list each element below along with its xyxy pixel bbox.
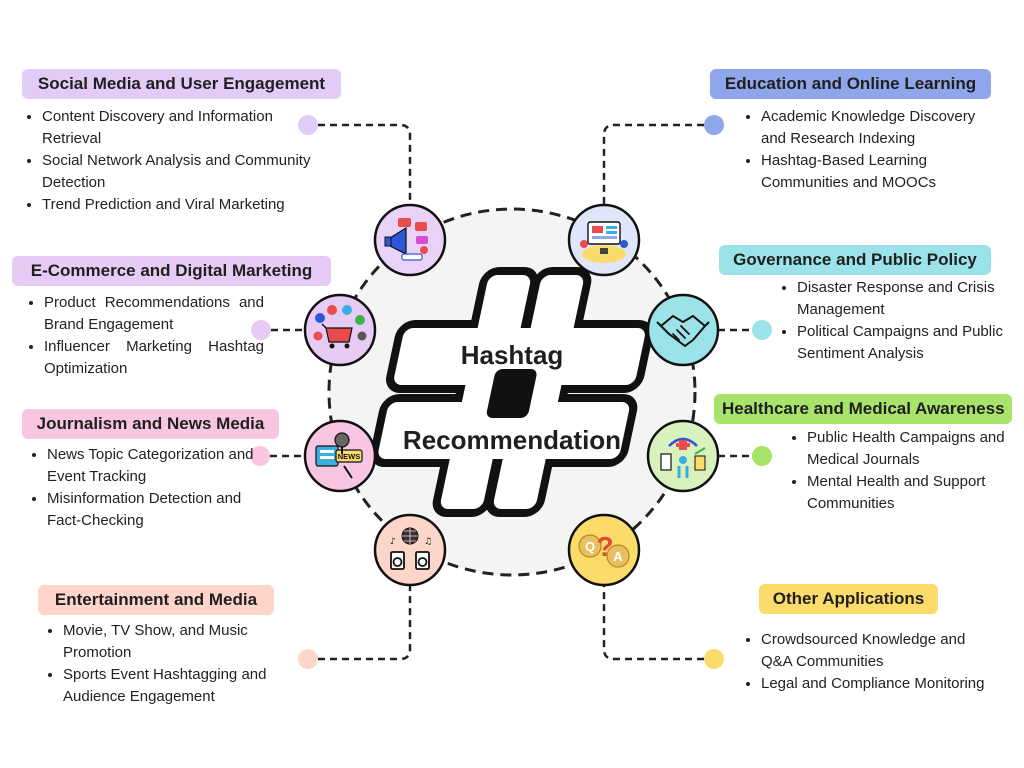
dot-healthcare — [752, 446, 772, 466]
category-list-healthcare: Public Health Campaigns and Medical Jour… — [789, 427, 1017, 515]
megaphone-social-icon — [373, 203, 447, 277]
list-item: Crowdsourced Knowledge and Q&A Communiti… — [761, 629, 991, 673]
hub-title-line2: Recommendation — [402, 425, 622, 455]
list-item: Disaster Response and Crisis Management — [797, 277, 1007, 321]
dot-other — [704, 649, 724, 669]
news-microphone-icon: NEWS — [303, 419, 377, 493]
qa-bubbles-icon: Q A ? — [567, 513, 641, 587]
list-item: Movie, TV Show, and Music Promotion — [63, 620, 303, 664]
category-title-journalism: Journalism and News Media — [22, 409, 279, 439]
list-item: Hashtag-Based Learning Communities and M… — [761, 150, 981, 194]
news-badge-text: NEWS — [338, 452, 361, 461]
list-item: Legal and Compliance Monitoring — [761, 673, 991, 695]
dot-entertainment — [298, 649, 318, 669]
list-item: Mental Health and Support Communities — [807, 471, 1017, 515]
category-title-governance: Governance and Public Policy — [719, 245, 991, 275]
list-item: Influencer Marketing Hashtag Optimizatio… — [44, 336, 264, 380]
dot-education — [704, 115, 724, 135]
list-item: Trend Prediction and Viral Marketing — [42, 194, 318, 216]
category-title-other: Other Applications — [759, 584, 938, 614]
shopping-cart-icon — [303, 293, 377, 367]
list-item: Political Campaigns and Public Sentiment… — [797, 321, 1007, 365]
svg-text:♫: ♫ — [424, 537, 432, 547]
list-item: Academic Knowledge Discovery and Researc… — [761, 106, 981, 150]
category-title-education: Education and Online Learning — [710, 69, 991, 99]
hub-title-line1: Hashtag — [460, 340, 564, 370]
category-title-entertainment: Entertainment and Media — [38, 585, 274, 615]
list-item: Misinformation Detection and Fact-Checki… — [47, 488, 269, 532]
category-list-entertainment: Movie, TV Show, and Music Promotion Spor… — [45, 620, 303, 708]
dot-social — [298, 115, 318, 135]
healthcare-hands-icon — [646, 419, 720, 493]
svg-text:Q: Q — [585, 539, 595, 554]
svg-text:A: A — [613, 549, 623, 564]
category-list-journalism: News Topic Categorization and Event Trac… — [29, 444, 269, 532]
category-list-social: Content Discovery and Information Retrie… — [24, 106, 318, 216]
svg-text:♪: ♪ — [390, 537, 396, 547]
category-title-healthcare: Healthcare and Medical Awareness — [714, 394, 1012, 424]
list-item: News Topic Categorization and Event Trac… — [47, 444, 269, 488]
music-speakers-icon: ♪ ♫ — [373, 513, 447, 587]
svg-text:?: ? — [596, 531, 613, 562]
dot-governance — [752, 320, 772, 340]
connector-social — [318, 123, 412, 205]
list-item: Content Discovery and Information Retrie… — [42, 106, 318, 150]
list-item: Social Network Analysis and Community De… — [42, 150, 318, 194]
list-item: Sports Event Hashtagging and Audience En… — [63, 664, 303, 708]
connector-other — [602, 585, 704, 661]
category-list-ecommerce: Product Recommendations and Brand Engage… — [26, 292, 264, 380]
dot-journalism — [250, 446, 270, 466]
category-title-ecommerce: E-Commerce and Digital Marketing — [12, 256, 331, 286]
connectors — [270, 123, 752, 661]
handshake-icon — [646, 293, 720, 367]
category-list-governance: Disaster Response and Crisis Management … — [779, 277, 1007, 365]
connector-entertainment — [318, 585, 412, 661]
list-item: Public Health Campaigns and Medical Jour… — [807, 427, 1017, 471]
category-list-education: Academic Knowledge Discovery and Researc… — [743, 106, 981, 194]
dot-ecommerce — [251, 320, 271, 340]
online-learning-icon — [567, 203, 641, 277]
hashtag-symbol — [370, 267, 654, 517]
category-list-other: Crowdsourced Knowledge and Q&A Communiti… — [743, 629, 991, 695]
connector-education — [602, 123, 704, 205]
list-item: Product Recommendations and Brand Engage… — [44, 292, 264, 336]
category-title-social: Social Media and User Engagement — [22, 69, 341, 99]
